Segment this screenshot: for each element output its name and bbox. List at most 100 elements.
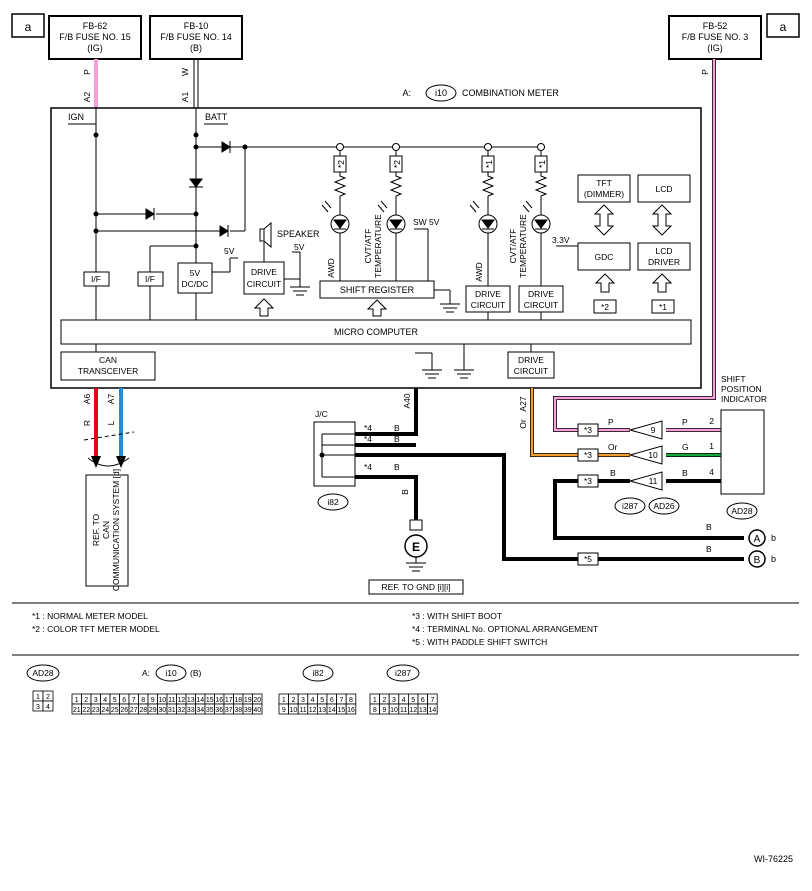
ign-label: IGN: [68, 112, 84, 122]
connector-pin-label: 26: [120, 707, 128, 714]
connector-pin-label: 24: [101, 707, 109, 714]
svg-text:F/B FUSE NO. 14: F/B FUSE NO. 14: [160, 32, 232, 42]
meter-title: A: i10 COMBINATION METER: [402, 84, 559, 102]
svg-text:*4: *4: [364, 462, 372, 472]
svg-text:P: P: [608, 417, 614, 427]
connector-pin-label: 20: [253, 697, 261, 704]
svg-text:*4 : TERMINAL No. OPTIONAL A: *4 : TERMINAL No. OPTIONAL ARRANGEMENT: [412, 624, 598, 634]
junction-connector: J/C i82: [313, 409, 356, 511]
svg-text:DRIVE: DRIVE: [518, 355, 544, 365]
connector-pin-label: 2: [291, 697, 295, 704]
meter-internal-wiring: [68, 123, 579, 370]
svg-text:10: 10: [648, 450, 658, 460]
shift-position-indicator: SHIFT POSITION INDICATOR 2 1 4 AD28: [709, 374, 767, 520]
svg-text:R: R: [82, 420, 92, 426]
svg-text:B: B: [394, 434, 400, 444]
svg-text:MICRO COMPUTER: MICRO COMPUTER: [334, 327, 418, 337]
connector-pin-label: 9: [151, 697, 155, 704]
connector-pin-label: 3: [301, 697, 305, 704]
svg-text:CAN: CAN: [99, 355, 117, 365]
can-ref-line-3: COMMUNICATION SYSTEM [d]: [111, 469, 121, 591]
page-marker-left: a: [11, 13, 45, 38]
svg-text:B: B: [706, 522, 712, 532]
led-indicators: [321, 200, 551, 234]
connector-pin-label: 12: [309, 707, 317, 714]
can-ref-line-2: CAN: [101, 521, 111, 539]
connector-pin-label: 5: [411, 697, 415, 704]
svg-text:A:: A:: [402, 88, 411, 98]
svg-text:Or: Or: [608, 442, 618, 452]
connector-pin-label: 17: [225, 697, 233, 704]
svg-text:*4: *4: [364, 434, 372, 444]
svg-text:FB-62: FB-62: [83, 21, 108, 31]
svg-text:DRIVE: DRIVE: [475, 289, 501, 299]
connector-pin-label: 2: [382, 697, 386, 704]
svg-text:B: B: [610, 468, 616, 478]
connector-pin: [345, 703, 357, 715]
connector-pin-label: 14: [429, 707, 437, 714]
svg-text:CIRCUIT: CIRCUIT: [247, 279, 281, 289]
connector-pin-label: 4: [402, 697, 406, 704]
lcd-star: *1: [651, 299, 675, 314]
connector-pin-label: 27: [130, 707, 138, 714]
svg-text:*4: *4: [364, 423, 372, 433]
svg-text:*2: *2: [392, 160, 402, 168]
svg-text:E: E: [412, 540, 420, 554]
connector-pin-label: 16: [215, 697, 223, 704]
svg-text:a: a: [780, 20, 787, 34]
connector-pin-label: 16: [347, 707, 355, 714]
svg-text:B: B: [754, 555, 761, 566]
svg-text:DRIVE: DRIVE: [251, 267, 277, 277]
svg-text:AD28: AD28: [731, 506, 753, 516]
svg-text:B: B: [682, 468, 688, 478]
svg-text:B: B: [400, 489, 410, 495]
svg-text:SHIFT REGISTER: SHIFT REGISTER: [340, 285, 415, 295]
wire-ign-pink: P A2: [82, 59, 98, 140]
connector-pin-label: 13: [419, 707, 427, 714]
svg-text:COMBINATION METER: COMBINATION METER: [462, 88, 559, 98]
svg-text:A7: A7: [106, 394, 116, 405]
connector-pin-label: 21: [73, 707, 81, 714]
bidirectional-arrow-icons: [593, 204, 673, 236]
connector-pin-label: 1: [282, 697, 286, 704]
connector-pin-label: 7: [339, 697, 343, 704]
junction-dots: [93, 132, 248, 249]
interface-box-2: I/F: [137, 271, 164, 287]
batt-label: BATT: [205, 112, 228, 122]
svg-text:J/C: J/C: [315, 409, 328, 419]
svg-text:P: P: [82, 69, 92, 75]
connector-pin-label: 28: [139, 707, 147, 714]
connector-pin-label: 19: [244, 697, 252, 704]
connector-pin-label: 10: [158, 697, 166, 704]
connector-pin-label: 13: [187, 697, 195, 704]
svg-text:11: 11: [649, 476, 658, 486]
connector-pin: [252, 703, 263, 715]
connector-pin-label: 4: [46, 704, 50, 711]
intermediate-connector: 9 10 11 i287 AD26: [614, 420, 680, 515]
svg-text:I/F: I/F: [91, 274, 101, 284]
svg-text:*3: *3: [584, 425, 592, 435]
drive-circuit-speaker: DRIVE CIRCUIT: [243, 261, 285, 295]
diagram-id: WI-76225: [754, 854, 793, 864]
connector-pin-label: 31: [168, 707, 176, 714]
svg-text:P: P: [682, 417, 688, 427]
fuse-fb62: FB-62 F/B FUSE NO. 15 (IG): [48, 15, 142, 60]
svg-text:B: B: [706, 544, 712, 554]
lcd-display: LCD: [637, 174, 691, 203]
svg-text:4: 4: [709, 467, 714, 477]
connector-pin-label: 33: [187, 707, 195, 714]
notes: *1 : NORMAL METER MODEL *2 : COLOR TFT M…: [32, 611, 598, 647]
svg-text:F/B FUSE NO. 15: F/B FUSE NO. 15: [59, 32, 131, 42]
connector-pin-label: 5: [320, 697, 324, 704]
svg-text:CIRCUIT: CIRCUIT: [471, 300, 505, 310]
svg-text:TEMPERATURE: TEMPERATURE: [518, 214, 528, 278]
svg-text:i287: i287: [622, 501, 638, 511]
connector-pin-label: 12: [409, 707, 417, 714]
connector-pin-label: 23: [92, 707, 100, 714]
svg-text:TFT: TFT: [596, 178, 612, 188]
connector-pin-label: 14: [328, 707, 336, 714]
can-ref-line-1: REF. TO: [91, 513, 101, 546]
can-reference-box: REF. TO CAN COMMUNICATION SYSTEM [d]: [85, 469, 129, 591]
